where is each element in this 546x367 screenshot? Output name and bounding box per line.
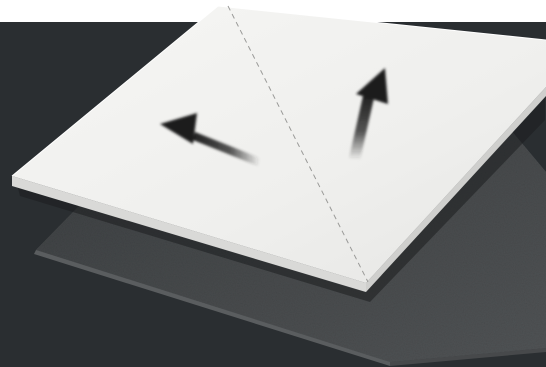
illustration-canvas xyxy=(0,0,546,367)
board-illustration xyxy=(0,0,546,367)
